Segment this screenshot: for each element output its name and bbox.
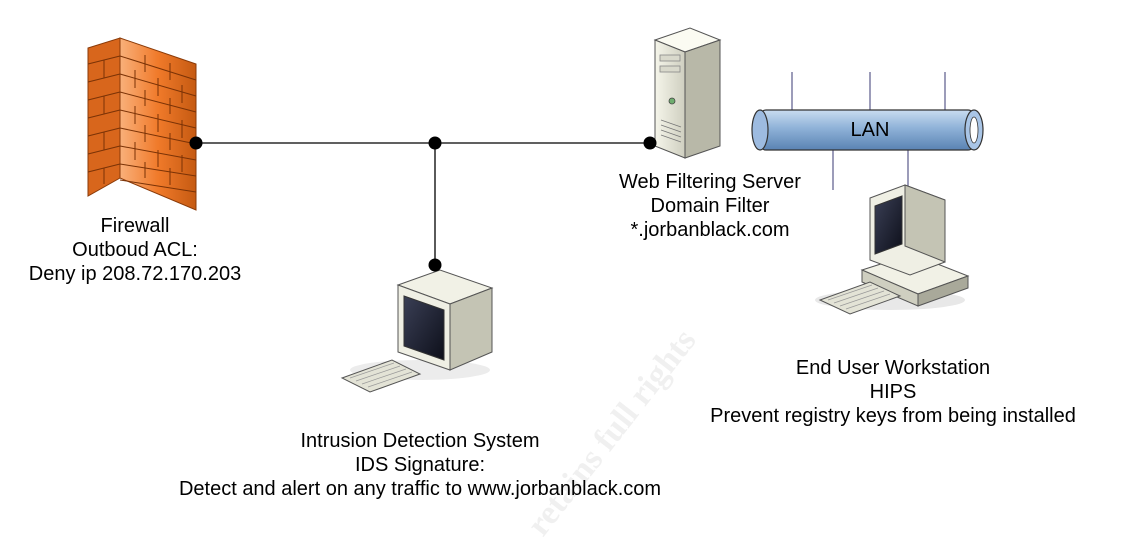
ids-name: Intrusion Detection System — [300, 430, 540, 452]
firewall-name: Firewall — [100, 215, 170, 237]
workstation-name: End User Workstation — [795, 357, 991, 379]
server-port-dot — [643, 136, 657, 150]
ids-label: Intrusion Detection System IDS Signature… — [110, 429, 730, 501]
ids-monitor-icon — [340, 269, 494, 393]
ids-port-dot — [428, 258, 442, 272]
server-icon — [653, 27, 722, 159]
workstation-rule: Prevent registry keys from being install… — [710, 405, 1076, 427]
ids-signature-rule: Detect and alert on any traffic to www.j… — [178, 478, 662, 500]
workstation-label: End User Workstation HIPS Prevent regist… — [655, 356, 1131, 428]
workstation-protection: HIPS — [869, 381, 917, 403]
web-filter-name: Web Filtering Server — [619, 171, 801, 193]
web-filter-rule: *.jorbanblack.com — [630, 219, 790, 241]
web-filter-label: Web Filtering Server Domain Filter *.jor… — [580, 170, 840, 242]
firewall-acl-title: Outboud ACL: — [72, 239, 198, 261]
web-filter-title: Domain Filter — [650, 195, 770, 217]
firewall-acl-rule: Deny ip 208.72.170.203 — [28, 263, 242, 285]
lan-label: LAN — [850, 119, 890, 141]
lan-cable — [751, 109, 984, 151]
ids-signature-title: IDS Signature: — [354, 454, 486, 476]
firewall-label: Firewall Outboud ACL: Deny ip 208.72.170… — [0, 214, 270, 286]
firewall-icon — [87, 37, 197, 211]
firewall-port-dot — [189, 136, 203, 150]
network-links — [196, 72, 946, 265]
workstation-icon — [815, 184, 970, 315]
connection-points — [189, 136, 657, 272]
network-diagram — [87, 27, 984, 393]
hub-junction-dot — [428, 136, 442, 150]
